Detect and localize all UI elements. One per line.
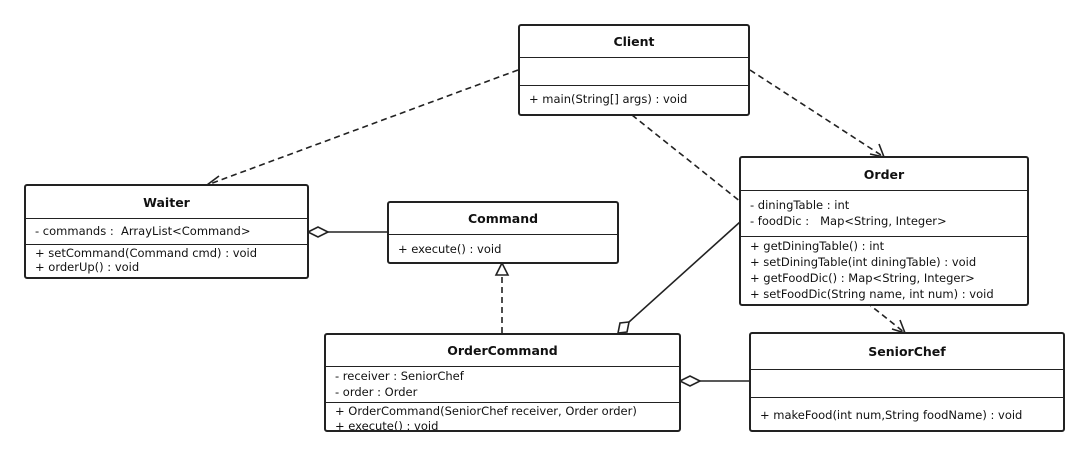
method: + setDiningTable(int diningTable) : void — [750, 255, 977, 269]
class-waiter[interactable]: Waiter - commands : ArrayList<Command> +… — [24, 184, 309, 279]
method: + main(String[] args) : void — [529, 92, 688, 106]
method: + OrderCommand(SeniorChef receiver, Orde… — [335, 404, 637, 418]
attributes-section: - diningTable : int - foodDic : Map<Stri… — [741, 191, 1027, 237]
methods-section: + getDiningTable() : int + setDiningTabl… — [741, 237, 1027, 304]
attributes-section: - commands : ArrayList<Command> — [26, 219, 307, 245]
attribute: - commands : ArrayList<Command> — [35, 224, 251, 238]
dependency-client-waiter — [206, 69, 519, 186]
attribute: - order : Order — [335, 385, 418, 399]
class-name: Client — [520, 26, 748, 58]
methods-section: + makeFood(int num,String foodName) : vo… — [751, 398, 1063, 425]
methods-section: + setCommand(Command cmd) : void + order… — [26, 245, 307, 276]
class-name: OrderCommand — [326, 335, 679, 367]
method: + getDiningTable() : int — [750, 239, 885, 253]
class-name: SeniorChef — [751, 334, 1063, 370]
class-order[interactable]: Order - diningTable : int - foodDic : Ma… — [739, 156, 1029, 306]
method: + execute() : void — [335, 419, 439, 432]
method: + execute() : void — [398, 242, 502, 256]
class-client[interactable]: Client + main(String[] args) : void — [518, 24, 750, 116]
class-name: Waiter — [26, 186, 307, 219]
attribute: - receiver : SeniorChef — [335, 369, 464, 383]
attributes-section — [751, 370, 1063, 398]
methods-section: + execute() : void — [389, 235, 617, 259]
class-name: Command — [389, 203, 617, 235]
aggregation-diamond-ordercommand-order — [617, 321, 630, 334]
aggregation-diamond-waiter — [306, 226, 330, 238]
methods-section: + main(String[] args) : void — [520, 86, 748, 114]
method: + makeFood(int num,String foodName) : vo… — [760, 408, 1023, 422]
method: + setFoodDic(String name, int num) : voi… — [750, 287, 994, 301]
methods-section: + OrderCommand(SeniorChef receiver, Orde… — [326, 403, 679, 432]
realization-arrowhead-command — [494, 261, 510, 276]
method: + orderUp() : void — [35, 260, 140, 274]
attribute: - diningTable : int — [750, 198, 850, 212]
aggregation-ordercommand-order — [628, 221, 741, 323]
class-ordercommand[interactable]: OrderCommand - receiver : SeniorChef - o… — [324, 333, 681, 432]
class-name: Order — [741, 158, 1027, 191]
dependency-client-order — [749, 69, 885, 158]
attribute: - foodDic : Map<String, Integer> — [750, 214, 947, 228]
method: + getFoodDic() : Map<String, Integer> — [750, 271, 975, 285]
method: + setCommand(Command cmd) : void — [35, 246, 258, 260]
attributes-section — [520, 58, 748, 86]
aggregation-diamond-seniorchef — [678, 375, 702, 387]
class-command[interactable]: Command + execute() : void — [387, 201, 619, 264]
class-seniorchef[interactable]: SeniorChef + makeFood(int num,String foo… — [749, 332, 1065, 432]
attributes-section: - receiver : SeniorChef - order : Order — [326, 367, 679, 403]
